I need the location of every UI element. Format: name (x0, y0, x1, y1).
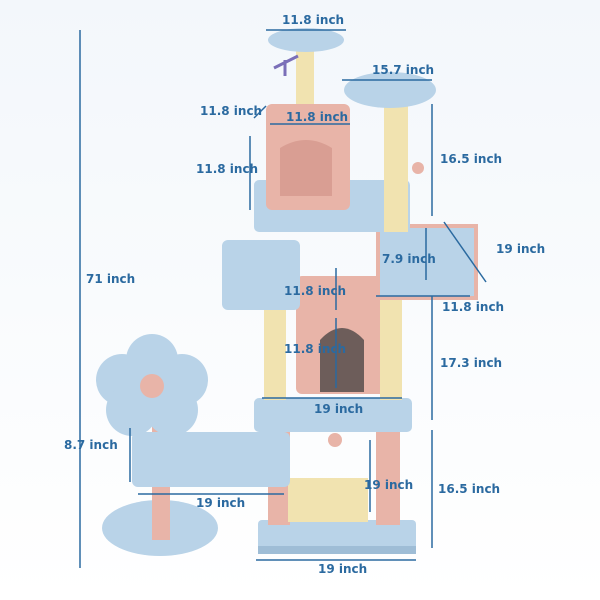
left-shelf (222, 240, 300, 310)
label-hammock-width: 19 inch (496, 242, 546, 256)
post-upper-right (384, 104, 408, 232)
label-bottom-step-width: 19 inch (196, 496, 246, 510)
label-lower-condo-upper: 11.8 inch (284, 284, 347, 298)
label-hammock-depth: 7.9 inch (382, 252, 436, 266)
dragonfly-toy (273, 54, 299, 76)
label-bottom-post-height: 16.5 inch (438, 482, 501, 496)
label-overall-height: 71 inch (86, 272, 136, 286)
scratch-pad (288, 478, 368, 522)
post-middle-left (264, 288, 286, 400)
label-condo-width: 11.8 inch (286, 110, 349, 124)
label-hammock-length: 11.8 inch (442, 300, 505, 314)
label-lower-condo-lower: 11.8 inch (284, 342, 347, 356)
label-top-perch-width: 11.8 inch (282, 13, 345, 27)
top-perch (268, 28, 344, 52)
bottom-step (132, 432, 290, 487)
label-middle-post-height: 17.3 inch (440, 356, 503, 370)
base-platform (258, 520, 416, 554)
label-top-bed-width: 15.7 inch (372, 63, 435, 77)
label-condo-height: 11.8 inch (196, 162, 259, 176)
post-bottom-right (376, 430, 400, 525)
label-flower-post-height: 8.7 inch (64, 438, 118, 452)
dimension-lines (79, 29, 487, 568)
label-condo-depth: 11.8 inch (200, 104, 263, 118)
flower-bed (96, 334, 208, 436)
label-base-width: 19 inch (318, 562, 368, 576)
top-post (296, 42, 314, 104)
hanging-ball-lower (328, 433, 342, 447)
hammock (376, 224, 478, 300)
label-bottom-post-inner: 19 inch (364, 478, 414, 492)
top-bed (344, 72, 436, 108)
middle-platform (254, 398, 412, 432)
post-middle-right (380, 288, 402, 400)
label-middle-platform-width: 19 inch (314, 402, 364, 416)
hanging-ball-upper (412, 162, 424, 174)
label-upper-post-height: 16.5 inch (440, 152, 503, 166)
